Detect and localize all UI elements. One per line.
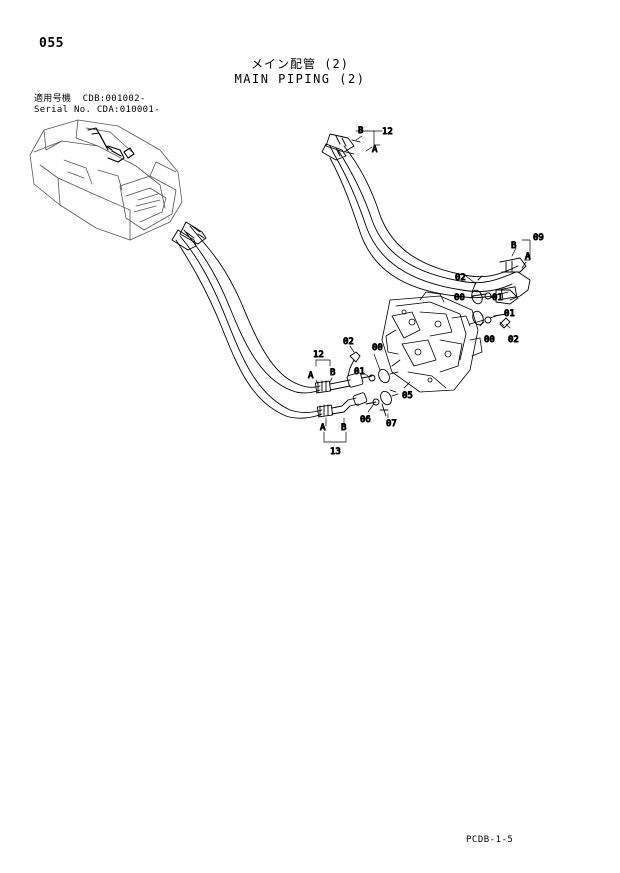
callout-b-12: B xyxy=(330,368,335,378)
callout-00-right-lower: 00 xyxy=(484,335,495,345)
page-number: 055 xyxy=(39,36,64,51)
callout-13: 13 xyxy=(330,447,341,457)
callout-02-right-upper: 02 xyxy=(455,273,466,283)
callout-07: 07 xyxy=(386,419,397,429)
callout-a-12: A xyxy=(308,371,314,381)
callout-a-09: A xyxy=(525,252,531,262)
callout-06: 06 xyxy=(360,415,371,425)
callout-a-top: A xyxy=(372,145,378,155)
hose-fittings-left xyxy=(314,372,368,418)
callout-b-13: B xyxy=(341,423,346,433)
callout-00-left: 00 xyxy=(372,343,383,353)
serial-info: 適用号機 CDB:001002- Serial No. CDA:010001- xyxy=(34,94,160,116)
title-japanese: メイン配管 (2) xyxy=(251,57,349,71)
callout-01-right-upper: 01 xyxy=(492,293,503,303)
callout-a-13: A xyxy=(320,423,326,433)
callout-01-left: 01 xyxy=(354,367,365,377)
callout-12-left: 12 xyxy=(313,350,324,360)
serial-line-jp: 適用号機 CDB:001002- xyxy=(34,94,146,104)
left-connection-parts xyxy=(347,351,399,417)
machine-outline xyxy=(29,119,183,241)
callout-00-right-upper: 00 xyxy=(454,293,465,303)
callout-01-right-lower: 01 xyxy=(504,309,515,319)
hose-assembly-left xyxy=(171,221,323,419)
leader-lines xyxy=(315,130,531,443)
callout-05: 05 xyxy=(402,391,413,401)
hose-assembly-right xyxy=(321,133,531,305)
callout-b-09: B xyxy=(511,241,516,251)
callout-02-left: 02 xyxy=(343,337,354,347)
control-valve xyxy=(381,291,483,393)
page-code: PCDB-1-5 xyxy=(466,835,514,845)
callout-12-top: 12 xyxy=(382,127,393,137)
callout-09: 09 xyxy=(533,233,544,243)
callout-b-top: B xyxy=(358,126,363,136)
machine-hose-highlight xyxy=(87,127,135,163)
serial-line-en: Serial No. CDA:010001- xyxy=(34,105,160,115)
callout-02-right-lower: 02 xyxy=(508,335,519,345)
title-english: MAIN PIPING (2) xyxy=(234,72,366,86)
